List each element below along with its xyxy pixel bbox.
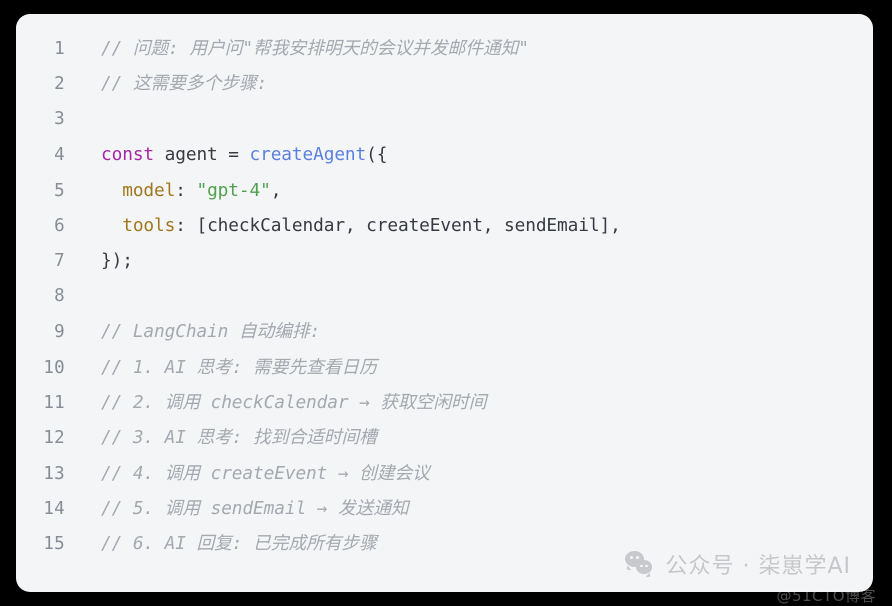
token-func: createAgent (249, 144, 367, 166)
code-text: tools: [checkCalendar, createEvent, send… (65, 208, 621, 243)
code-line: 5 model: "gpt-4", (16, 173, 873, 208)
token-comment: // 5. 调用 sendEmail → 发送通知 (101, 498, 409, 520)
token-comment: // 4. 调用 createEvent → 创建会议 (101, 462, 430, 484)
token-prop: model (122, 179, 176, 201)
code-text: // 1. AI 思考: 需要先查看日历 (65, 350, 377, 385)
code-text: // 问题: 用户问"帮我安排明天的会议并发邮件通知" (65, 31, 529, 66)
line-number: 9 (54, 322, 65, 343)
code-text: // 这需要多个步骤: (65, 66, 267, 101)
line-number: 11 (43, 392, 65, 413)
token-comment: // 2. 调用 checkCalendar → 获取空闲时间 (101, 391, 487, 413)
token-string: "gpt-4" (196, 179, 271, 201)
token-comment: // 3. AI 思考: 找到合适时间槽 (101, 427, 377, 449)
code-line: 7}); (16, 243, 873, 278)
code-line: 15 // 6. AI 回复: 已完成所有步骤 (16, 526, 873, 561)
token-comment: // LangChain 自动编排: (101, 321, 321, 343)
code-line: 1 // 问题: 用户问"帮我安排明天的会议并发邮件通知" (16, 31, 873, 66)
line-number: 12 (43, 428, 65, 449)
code-text: const agent = createAgent({ (65, 137, 387, 172)
line-number: 6 (54, 215, 65, 236)
line-number: 13 (43, 463, 65, 484)
code-line: 13 // 4. 调用 createEvent → 创建会议 (16, 456, 873, 491)
line-number: 2 (54, 74, 65, 95)
token-keyword: const (101, 144, 155, 166)
line-number: 14 (43, 499, 65, 520)
token-comment: // 6. AI 回复: 已完成所有步骤 (101, 533, 377, 555)
token-plain: ({ (366, 144, 388, 166)
code-line: 11 // 2. 调用 checkCalendar → 获取空闲时间 (16, 385, 873, 420)
token-comment: // 问题: 用户问"帮我安排明天的会议并发邮件通知" (101, 38, 529, 59)
code-line: 10 // 1. AI 思考: 需要先查看日历 (16, 350, 873, 385)
code-line: 8 (16, 279, 873, 314)
code-text: // 2. 调用 checkCalendar → 获取空闲时间 (65, 385, 486, 420)
line-number: 5 (54, 180, 65, 201)
code-text: // 3. AI 思考: 找到合适时间槽 (65, 420, 377, 455)
code-text: // 4. 调用 createEvent → 创建会议 (65, 456, 430, 491)
line-number: 8 (54, 285, 65, 306)
code-line: 6 tools: [checkCalendar, createEvent, se… (16, 208, 873, 243)
code-text: }); (65, 243, 133, 278)
token-comment: // 这需要多个步骤: (101, 73, 268, 95)
code-line: 3 (16, 102, 873, 137)
code-text: // 6. AI 回复: 已完成所有步骤 (65, 526, 377, 561)
line-number: 15 (43, 534, 65, 555)
token-plain: }); (101, 250, 133, 272)
line-number: 7 (54, 251, 65, 272)
token-prop: tools (122, 214, 176, 236)
code-card: 1 // 问题: 用户问"帮我安排明天的会议并发邮件通知" 2 // 这需要多个步骤:… (16, 14, 873, 592)
code-text: // LangChain 自动编排: (65, 314, 320, 349)
token-plain (101, 215, 122, 236)
token-plain: , (270, 179, 282, 201)
token-plain: : (175, 179, 197, 201)
code-block[interactable]: 1 // 问题: 用户问"帮我安排明天的会议并发邮件通知" 2 // 这需要多个步骤:… (16, 31, 873, 562)
code-line: 14 // 5. 调用 sendEmail → 发送通知 (16, 491, 873, 526)
token-plain: agent = (154, 144, 250, 166)
line-number: 1 (54, 39, 65, 59)
line-number: 10 (43, 357, 65, 378)
code-text: model: "gpt-4", (65, 173, 281, 208)
code-line: 12 // 3. AI 思考: 找到合适时间槽 (16, 420, 873, 455)
line-number: 4 (54, 145, 65, 166)
code-text: // 5. 调用 sendEmail → 发送通知 (65, 491, 409, 526)
token-plain (101, 180, 122, 201)
token-plain: : [checkCalendar, createEvent, sendEmail… (175, 214, 621, 236)
line-number: 3 (54, 108, 65, 129)
token-comment: // 1. AI 思考: 需要先查看日历 (101, 356, 377, 378)
code-line: 9 // LangChain 自动编排: (16, 314, 873, 349)
code-line: 2 // 这需要多个步骤: (16, 66, 873, 101)
